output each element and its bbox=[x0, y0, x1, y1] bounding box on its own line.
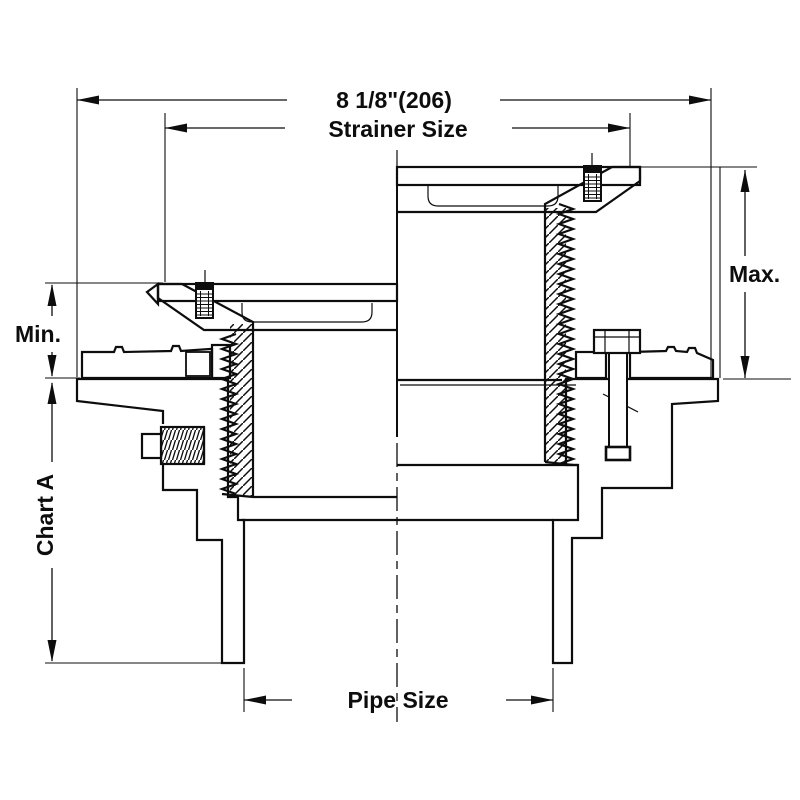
min-dimension: Min. bbox=[15, 284, 61, 377]
thread-profile-left bbox=[218, 332, 240, 496]
bolt-pocket bbox=[627, 391, 639, 411]
pipe-size-dimension: Pipe Size bbox=[244, 687, 553, 713]
bolt-head-hex bbox=[592, 328, 642, 355]
clamp-collar-left bbox=[80, 343, 232, 380]
max-dimension: Max. bbox=[729, 170, 780, 378]
strainer-size-dimension: Strainer Size bbox=[165, 116, 630, 142]
drain-body-left-section bbox=[75, 377, 246, 665]
overall-width-dimension: 8 1/8"(206) bbox=[77, 87, 711, 113]
bolt-threads bbox=[159, 425, 206, 466]
collar-gap-left bbox=[185, 351, 211, 377]
clamp-collar-right bbox=[574, 345, 715, 380]
pipe-size-label: Pipe Size bbox=[348, 687, 449, 713]
chart-a-dimension: Chart A bbox=[32, 382, 58, 662]
strainer-size-label: Strainer Size bbox=[328, 116, 467, 142]
grate-screw-min bbox=[195, 270, 214, 319]
bolt-head-left bbox=[140, 432, 163, 460]
adjustable-barrel-min bbox=[218, 324, 255, 499]
interior-edges bbox=[242, 210, 578, 522]
grate-screw-max bbox=[583, 153, 602, 202]
grate-slots-max bbox=[413, 168, 537, 184]
max-label: Max. bbox=[729, 261, 780, 287]
grate-slots-min bbox=[222, 285, 383, 300]
strainer-head-max bbox=[395, 153, 642, 214]
thread-profile-right bbox=[555, 202, 577, 466]
drain-body-right-section bbox=[551, 377, 720, 665]
side-clamp-bolt bbox=[140, 425, 206, 466]
overall-width-label: 8 1/8"(206) bbox=[336, 87, 452, 113]
drain-slot-min bbox=[241, 303, 373, 323]
extension-lines bbox=[45, 88, 791, 712]
strainer-grate-min bbox=[156, 282, 399, 303]
min-label: Min. bbox=[15, 321, 61, 347]
drain-slot-max bbox=[427, 186, 559, 207]
bolt-end-cap bbox=[604, 445, 632, 462]
chart-a-label: Chart A bbox=[32, 474, 58, 556]
strainer-grate-max bbox=[395, 165, 642, 187]
adjustable-barrel-max bbox=[543, 202, 577, 467]
bolt-shank bbox=[608, 352, 628, 449]
strainer-head-min bbox=[145, 270, 399, 332]
vertical-adjusting-bolt bbox=[592, 328, 642, 462]
